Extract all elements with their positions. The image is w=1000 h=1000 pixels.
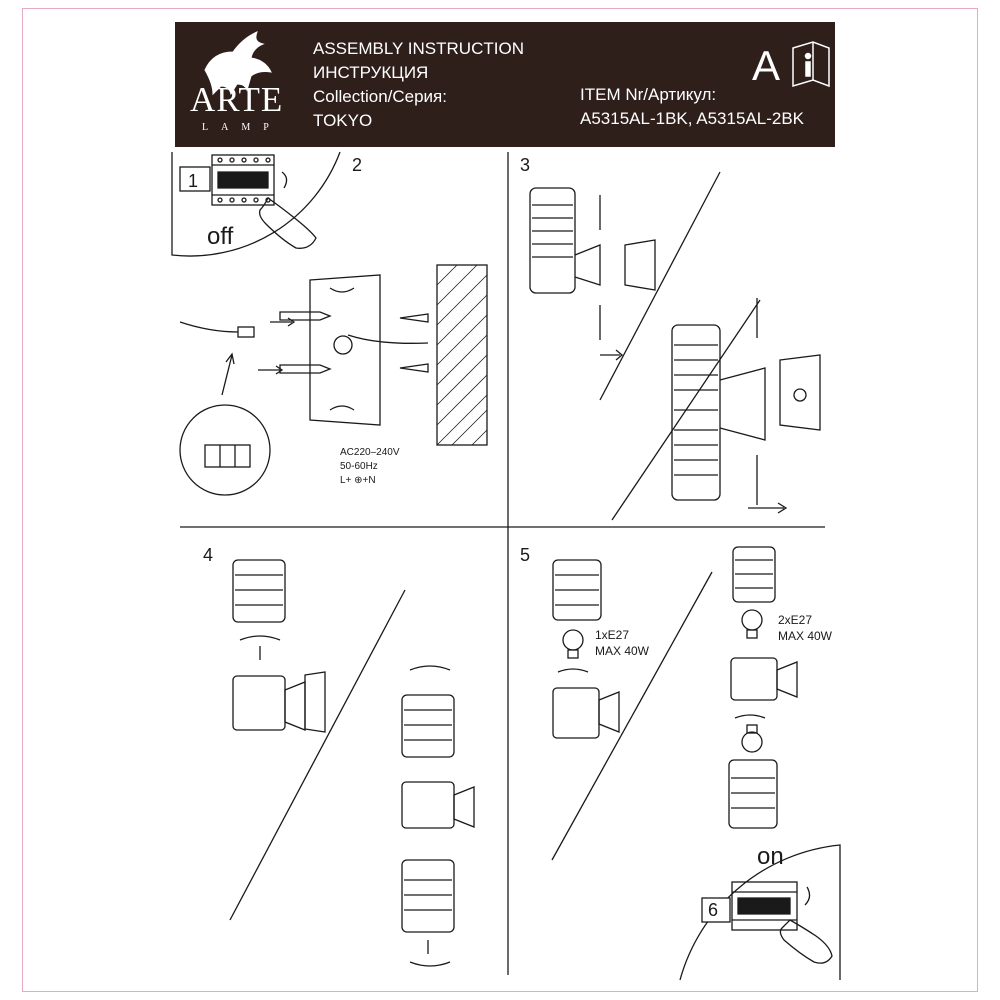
brand-name: ARTE [190, 80, 284, 119]
rotate-arrow-icon [239, 635, 281, 641]
edition-letter: A [752, 42, 781, 89]
step3-fixtures [529, 171, 821, 521]
rotate-arrow-icon [804, 886, 811, 906]
hand-icon [258, 197, 317, 249]
wall-plug-icon [399, 363, 429, 373]
step-number-1: 1 [188, 171, 198, 191]
terminal-block-icon [731, 881, 798, 931]
bulb-icon [741, 609, 763, 639]
wiring-label: L+ ⊕+N [340, 475, 376, 486]
step5-bulb-install [551, 546, 798, 861]
title-russian: ИНСТРУКЦИЯ [313, 63, 429, 82]
step-number-6: 6 [708, 900, 718, 920]
step4-shade-assembly [229, 559, 475, 967]
arrow-icon [270, 317, 296, 327]
step-number-5: 5 [520, 545, 531, 565]
rotate-arrow-icon [557, 668, 589, 673]
terminal-block-icon [211, 154, 275, 206]
arrow-icon [258, 365, 284, 375]
arrow-icon [748, 502, 788, 514]
manual-info-icon [792, 41, 830, 88]
collection-label: Collection/Серия: [313, 87, 447, 106]
header-banner [175, 22, 835, 147]
hand-icon [779, 919, 833, 964]
rotate-arrow-icon [409, 665, 451, 671]
power-off-label: off [207, 223, 234, 250]
bulb-spec-single-type: 1xE27 [595, 628, 630, 642]
frequency-label: 50-60Hz [340, 461, 378, 472]
title-english: ASSEMBLY INSTRUCTION [313, 39, 524, 58]
screw-icon [279, 364, 332, 374]
step2-mounting [179, 264, 488, 496]
brand-subname: LAMP [202, 122, 282, 133]
voltage-label: AC220–240V [340, 447, 400, 458]
rotate-arrow-icon [409, 961, 451, 967]
step-number-2: 2 [352, 155, 363, 175]
item-label: ITEM Nr/Артикул: [580, 85, 717, 104]
bulb-icon [562, 629, 584, 659]
arrow-icon [600, 349, 624, 361]
collection-value: TOKYO [313, 111, 373, 130]
item-value: A5315AL-1BK, A5315AL-2BK [580, 109, 804, 128]
page-border [22, 8, 978, 992]
wall-plug-icon [399, 313, 429, 323]
bulb-icon [741, 724, 763, 753]
bulb-spec-double-power: MAX 40W [778, 629, 833, 643]
screw-icon [279, 311, 332, 321]
arrow-icon [221, 352, 235, 396]
griffin-logo-icon [204, 31, 272, 96]
step6-switch-panel [679, 844, 841, 981]
step-number-4: 4 [203, 545, 214, 565]
rotate-arrow-icon [281, 171, 288, 189]
bulb-spec-single-power: MAX 40W [595, 644, 650, 658]
rotate-arrow-icon [734, 714, 766, 719]
bulb-spec-double-type: 2xE27 [778, 613, 813, 627]
step1-switch-panel [171, 151, 341, 257]
step-number-3: 3 [520, 155, 531, 175]
